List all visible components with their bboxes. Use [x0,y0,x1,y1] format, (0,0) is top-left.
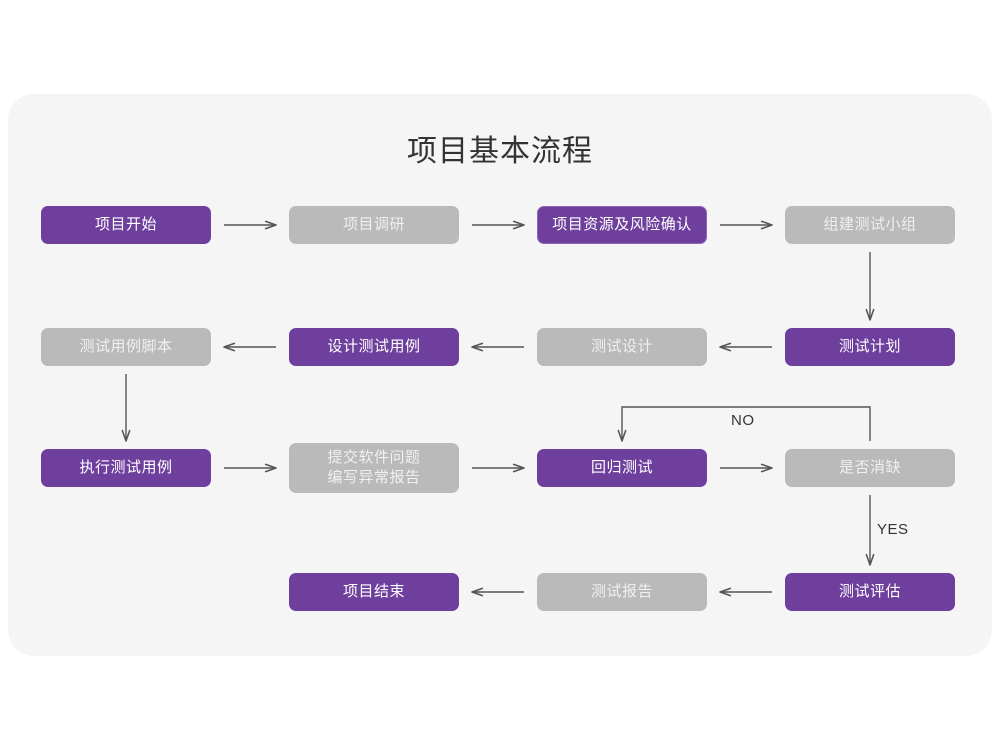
flow-node-n10[interactable]: 提交软件问题 编写异常报告 [289,443,459,493]
flow-node-n14[interactable]: 测试报告 [537,573,707,611]
diagram-canvas [8,94,992,656]
flow-node-n7[interactable]: 测试设计 [537,328,707,366]
edge-label-yes: YES [877,521,909,538]
flow-node-n11[interactable]: 回归测试 [537,449,707,487]
flow-node-n12[interactable]: 是否消缺 [785,449,955,487]
flow-node-n6[interactable]: 设计测试用例 [289,328,459,366]
flow-node-n5[interactable]: 测试用例脚本 [41,328,211,366]
flow-node-n15[interactable]: 测试评估 [785,573,955,611]
flow-node-n9[interactable]: 执行测试用例 [41,449,211,487]
flow-node-n2[interactable]: 项目调研 [289,206,459,244]
flow-node-n3[interactable]: 项目资源及风险确认 [537,206,707,244]
flow-node-n4[interactable]: 组建测试小组 [785,206,955,244]
page-title: 项目基本流程 [407,135,593,168]
flow-node-n1[interactable]: 项目开始 [41,206,211,244]
flow-node-n13[interactable]: 项目结束 [289,573,459,611]
flow-node-n8[interactable]: 测试计划 [785,328,955,366]
edge-label-no: NO [731,412,755,429]
